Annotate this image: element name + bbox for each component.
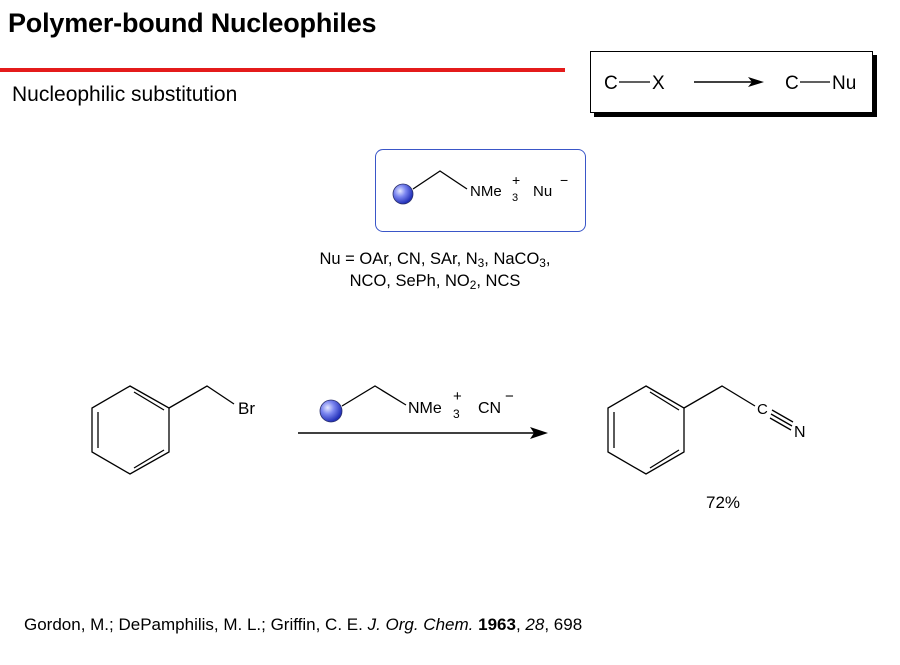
slide-title: Polymer-bound Nucleophiles	[8, 8, 377, 38]
general-product-nucleophile: Nu	[832, 73, 856, 94]
slide-subtitle: Nucleophilic substitution	[12, 83, 238, 106]
literature-citation: Gordon, M.; DePamphilis, M. L.; Griffin,…	[24, 615, 583, 634]
general-product-carbon: C	[785, 73, 799, 94]
reagent-linker-bonds	[412, 170, 468, 190]
reaction-reagent-plus: +	[453, 388, 462, 405]
reaction-arrow-head	[530, 427, 548, 439]
reaction-reagent-subscript: 3	[453, 407, 460, 421]
reaction-reagent-linker	[341, 385, 407, 407]
general-arrow-head	[748, 77, 764, 87]
reagent-nucleophile-anion: Nu	[533, 183, 552, 200]
title-underline	[0, 68, 565, 72]
product-carbon-label: C	[757, 401, 768, 418]
polymer-reagent-box	[375, 149, 586, 232]
polymer-bead-icon	[392, 183, 414, 205]
reaction-reagent-ammonium: NMe	[408, 400, 442, 417]
benzyl-bromide-structure	[91, 385, 235, 475]
reaction-reagent-minus: −	[505, 388, 514, 405]
substrate-bromine-label: Br	[238, 399, 255, 418]
benzene-ring-product	[607, 385, 685, 475]
reagent-ammonium-subscript: 3	[512, 192, 518, 204]
reagent-plus-charge: +	[512, 172, 520, 188]
general-reactant-leaving-group: X	[652, 73, 665, 94]
reagent-minus-charge: −	[560, 172, 568, 188]
benzyl-cyanide-structure	[607, 385, 794, 475]
polymer-bead-icon	[319, 399, 343, 423]
product-nitrogen-label: N	[794, 424, 806, 441]
nucleophile-list-line2: NCO, SePh, NO2, NCS	[349, 272, 521, 292]
reaction-reagent-cyanide: CN	[478, 400, 501, 417]
reaction-yield: 72%	[706, 493, 741, 512]
nucleophile-list-line1: Nu = OAr, CN, SAr, N3, NaCO3,	[319, 250, 551, 270]
reagent-ammonium-group: NMe	[470, 183, 502, 200]
benzene-ring-substrate	[91, 385, 170, 475]
general-reactant-carbon: C	[604, 73, 618, 94]
